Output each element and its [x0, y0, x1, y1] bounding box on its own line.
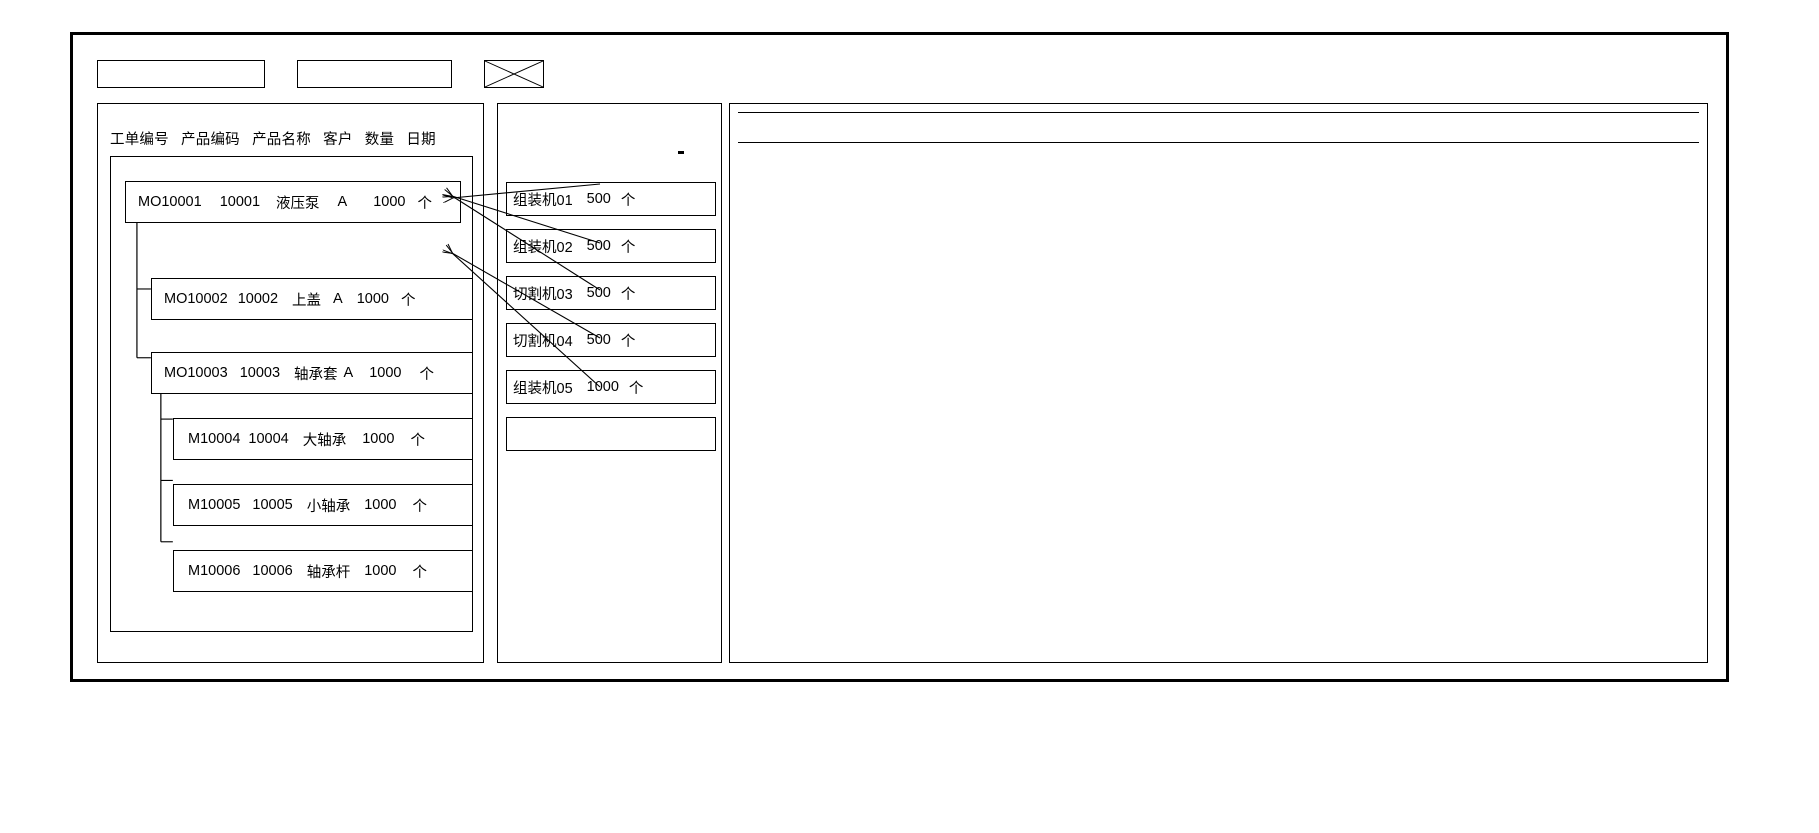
- list-item-empty[interactable]: [506, 417, 716, 451]
- table-row[interactable]: M10005 10005 小轴承 1000 个: [173, 484, 473, 526]
- row-unit: 个: [410, 432, 426, 449]
- table-row[interactable]: MO10003 10003 轴承套 A 1000 个: [151, 352, 473, 394]
- list-item[interactable]: 组装机02 500 个: [506, 229, 716, 263]
- row-order-no: M10004: [188, 431, 241, 447]
- image-placeholder-cross-icon: [485, 61, 543, 87]
- table-row[interactable]: MO10001 10001 液压泵 A 1000 个: [125, 181, 461, 223]
- row-product-code: 10004: [248, 431, 289, 447]
- list-item[interactable]: 组装机05 1000 个: [506, 370, 716, 404]
- machine-name: 组装机02: [513, 239, 573, 256]
- row-product-name: 小轴承: [306, 498, 351, 515]
- row-product-code: 10005: [252, 497, 293, 513]
- row-product-code: 10003: [239, 365, 281, 381]
- row-quantity: 1000: [369, 365, 402, 381]
- column-header-date: 日期: [406, 132, 436, 148]
- tree-column-header: 工单编号 产品编码 产品名称 客户 数量 日期: [110, 128, 444, 149]
- row-quantity: 1000: [362, 431, 395, 447]
- row-unit: 个: [400, 292, 416, 309]
- row-product-name: 上盖: [292, 292, 322, 309]
- machine-name: 切割机03: [513, 286, 573, 303]
- machine-unit: 个: [620, 333, 636, 350]
- row-order-no: MO10002: [164, 291, 228, 307]
- tree-rows: MO10001 10001 液压泵 A 1000 个 MO10002 10002…: [111, 157, 473, 631]
- machine-operation-panel: 组装机01 500 个 组装机02 500 个 切割机03 500 个 切割机0…: [497, 103, 722, 663]
- tree-scroll-area[interactable]: MO10001 10001 液压泵 A 1000 个 MO10002 10002…: [110, 156, 473, 632]
- column-header-order-no: 工单编号: [110, 132, 169, 148]
- row-product-code: 10006: [252, 563, 293, 579]
- row-customer: A: [337, 194, 348, 210]
- row-customer: A: [333, 291, 343, 307]
- detail-panel-top-rule: [738, 112, 1699, 113]
- row-product-name: 轴承套: [294, 366, 338, 383]
- row-quantity: 1000: [356, 291, 389, 307]
- column-header-product-name: 产品名称: [252, 132, 311, 148]
- machine-quantity: 500: [586, 238, 611, 254]
- machine-name: 组装机01: [513, 192, 573, 209]
- toolbar-field-2[interactable]: [297, 60, 452, 88]
- panels-container: 工单编号 产品编码 产品名称 客户 数量 日期: [97, 103, 1708, 663]
- machine-quantity: 1000: [586, 379, 619, 395]
- machine-unit: 个: [628, 380, 644, 397]
- row-unit: 个: [412, 498, 428, 515]
- machine-quantity: 500: [586, 285, 611, 301]
- detail-panel-header: [738, 114, 1699, 143]
- list-item[interactable]: 组装机01 500 个: [506, 182, 716, 216]
- list-item[interactable]: 切割机03 500 个: [506, 276, 716, 310]
- row-product-name: 轴承杆: [306, 564, 351, 581]
- detail-panel: [729, 103, 1708, 663]
- machine-name: 切割机04: [513, 333, 573, 350]
- row-product-name: 大轴承: [302, 432, 347, 449]
- toolbar-field-1[interactable]: [97, 60, 265, 88]
- row-order-no: M10006: [188, 563, 241, 579]
- row-order-no: M10005: [188, 497, 241, 513]
- row-quantity: 1000: [364, 563, 397, 579]
- machine-unit: 个: [620, 286, 636, 303]
- application-window: 工单编号 产品编码 产品名称 客户 数量 日期: [70, 32, 1729, 682]
- machine-unit: 个: [620, 192, 636, 209]
- machine-unit: 个: [620, 239, 636, 256]
- machine-quantity: 500: [586, 191, 611, 207]
- dash-marker-icon: [678, 151, 684, 154]
- machine-quantity: 500: [586, 332, 611, 348]
- row-unit: 个: [417, 195, 432, 212]
- toolbar: [97, 60, 544, 88]
- row-order-no: MO10001: [138, 194, 202, 210]
- row-order-no: MO10003: [164, 365, 228, 381]
- column-header-customer: 客户: [323, 132, 353, 148]
- row-quantity: 1000: [364, 497, 397, 513]
- row-product-code: 10002: [237, 291, 279, 307]
- row-unit: 个: [412, 564, 428, 581]
- table-row[interactable]: M10006 10006 轴承杆 1000 个: [173, 550, 473, 592]
- table-row[interactable]: MO10002 10002 上盖 A 1000 个: [151, 278, 473, 320]
- column-header-quantity: 数量: [364, 132, 395, 148]
- image-placeholder-icon[interactable]: [484, 60, 544, 88]
- row-product-name: 液压泵: [276, 195, 320, 212]
- row-quantity: 1000: [373, 194, 406, 210]
- detail-panel-body[interactable]: [738, 144, 1699, 654]
- column-header-product-code: 产品编码: [181, 132, 240, 148]
- list-item[interactable]: 切割机04 500 个: [506, 323, 716, 357]
- work-order-tree-panel: 工单编号 产品编码 产品名称 客户 数量 日期: [97, 103, 484, 663]
- table-row[interactable]: M10004 10004 大轴承 1000 个: [173, 418, 473, 460]
- row-customer: A: [343, 365, 354, 381]
- machine-name: 组装机05: [513, 380, 573, 397]
- row-product-code: 10001: [219, 194, 261, 210]
- row-unit: 个: [419, 366, 434, 383]
- machine-card-list: 组装机01 500 个 组装机02 500 个 切割机03 500 个 切割机0…: [506, 182, 716, 464]
